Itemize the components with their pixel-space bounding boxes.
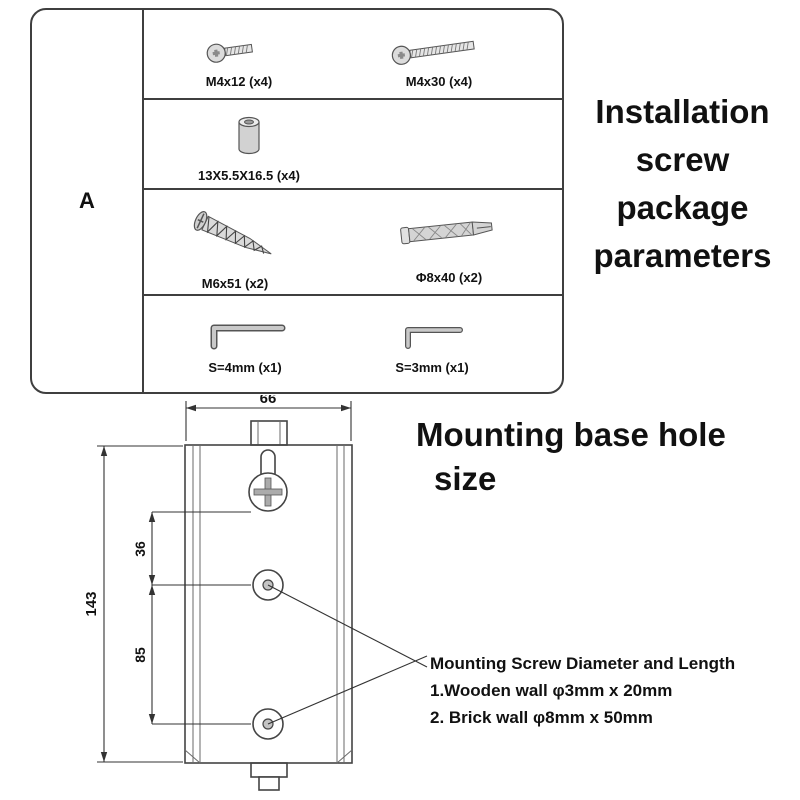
part-anchor: Φ8x40 (x2) [389,210,509,285]
title-line: Installation [595,93,770,130]
part-label: 13X5.5X16.5 (x4) [198,168,300,183]
part-allen-key-4: S=4mm (x1) [190,316,300,375]
title-line: package [616,189,749,226]
pan-head-screw-icon [391,40,475,65]
column-divider [142,10,144,392]
part-label: M4x30 (x4) [405,74,473,89]
section-label: A [79,188,95,213]
annotation-heading: Mounting Screw Diameter and Length [430,654,736,673]
dim-width-label: 66 [260,395,277,407]
base-body [184,444,353,764]
dim-85-label: 85 [132,647,148,663]
wall-anchor-icon [400,221,493,245]
row-divider-2 [142,188,562,190]
annotation-line1: 1.Wooden wall φ3mm x 20mm [430,681,673,700]
part-label: S=3mm (x1) [395,360,469,375]
part-spacer: 13X5.5X16.5 (x4) [184,112,314,183]
part-m6x51: M6x51 (x2) [175,200,295,291]
row-divider-3 [142,294,562,296]
pan-head-screw-icon [206,43,253,63]
annotation-pointer-lines [267,584,428,725]
screw-package-box: A M4x12 (x4) [30,8,564,394]
allen-key-icon [405,327,463,349]
title-line: screw [635,141,730,178]
top-tab [250,420,288,446]
title-line: parameters [593,237,772,274]
section-a-cell: A [32,10,142,392]
top-width-dimension: 66 [185,395,352,441]
keyhole-screw [248,449,288,512]
row-divider-1 [142,98,562,100]
hole-spacing-dimensions: 36 85 [132,511,251,725]
title-line: Mounting base hole [416,416,726,453]
part-m4x12: M4x12 (x4) [184,34,294,89]
mounting-screw-annotation: Mounting Screw Diameter and Length 1.Woo… [430,650,760,731]
mounting-base-title: Mounting base hole size [416,413,736,501]
spacer-cylinder-icon [238,116,260,155]
wood-screw-icon [193,211,272,255]
screw-package-title: Installation screw package parameters [570,88,795,280]
left-height-dimension: 143 [83,445,183,763]
lower-mounting-hole [252,708,284,740]
bottom-tab [250,762,288,791]
allen-key-icon [210,324,286,350]
part-label: M4x12 (x4) [205,74,273,89]
part-label: M6x51 (x2) [201,276,269,291]
annotation-line2: 2. Brick wall φ8mm x 50mm [430,708,653,727]
part-m4x30: M4x30 (x4) [384,34,494,89]
dim-height-label: 143 [83,591,100,616]
dim-36-label: 36 [132,541,148,557]
part-label: S=4mm (x1) [208,360,282,375]
mounting-base-drawing: 66 143 36 85 [83,395,428,791]
title-line: size [434,460,497,497]
part-allen-key-3: S=3mm (x1) [377,320,487,375]
part-label: Φ8x40 (x2) [415,270,483,285]
